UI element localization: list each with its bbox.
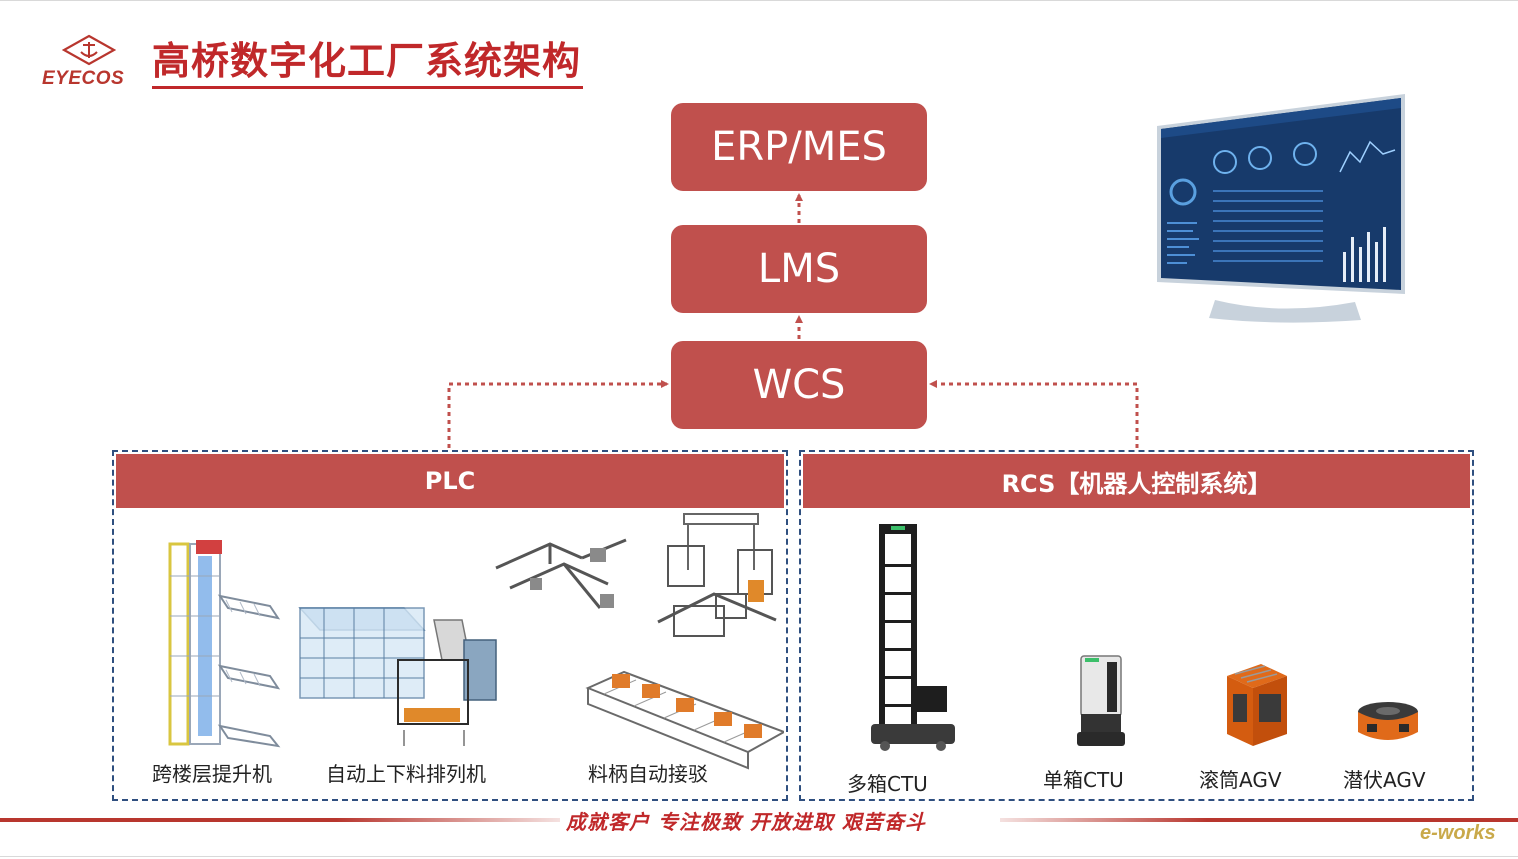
lms-box: LMS	[671, 225, 927, 313]
arrow-rcs-to-wcs	[929, 380, 1139, 448]
logo-mark-icon	[62, 34, 116, 66]
cross-floor-lift-illustration	[168, 540, 281, 748]
watermark-logo: e-works	[1420, 822, 1496, 844]
rcs-group-header: RCS【机器人控制系统】	[803, 454, 1470, 508]
company-logo: EYECOS	[38, 34, 142, 90]
plc-item-label: 跨楼层提升机	[152, 762, 272, 786]
top-divider	[0, 0, 1518, 1]
rcs-item-label: 滚筒AGV	[1199, 768, 1282, 792]
footer-line-left	[0, 818, 560, 822]
single-box-ctu-illustration	[1077, 655, 1125, 746]
plc-group-header: PLC	[116, 454, 784, 508]
plc-item-label: 料柄自动接驳	[588, 762, 708, 786]
auto-loader-arranger-illustration	[298, 607, 497, 746]
plc-item-label: 自动上下料排列机	[326, 762, 486, 786]
rcs-group: RCS【机器人控制系统】	[799, 450, 1474, 801]
handle-docking-conveyor-illustration	[585, 670, 784, 770]
latent-agv-illustration	[1358, 702, 1418, 740]
roller-agv-illustration	[1227, 664, 1287, 746]
multi-box-ctu-illustration	[871, 524, 955, 751]
gantry-cell-illustration	[657, 513, 777, 637]
rcs-item-label: 单箱CTU	[1043, 768, 1124, 792]
arrow-plc-to-wcs	[447, 380, 669, 448]
wcs-box: WCS	[671, 341, 927, 429]
footer-line-right	[1000, 818, 1518, 822]
conveyor-layout-illustration	[495, 538, 627, 609]
rcs-item-label: 潜伏AGV	[1343, 768, 1426, 792]
rcs-item-label: 多箱CTU	[847, 772, 928, 796]
bottom-divider	[0, 856, 1518, 857]
logo-text: EYECOS	[42, 68, 125, 89]
footer-slogan: 成就客户 专注极致 开放进取 艰苦奋斗	[566, 810, 926, 834]
plc-group: PLC	[112, 450, 788, 801]
page-title: 高桥数字化工厂系统架构	[152, 36, 584, 89]
erp-mes-box: ERP/MES	[671, 103, 927, 191]
dashboard-monitor-icon	[1157, 94, 1405, 323]
